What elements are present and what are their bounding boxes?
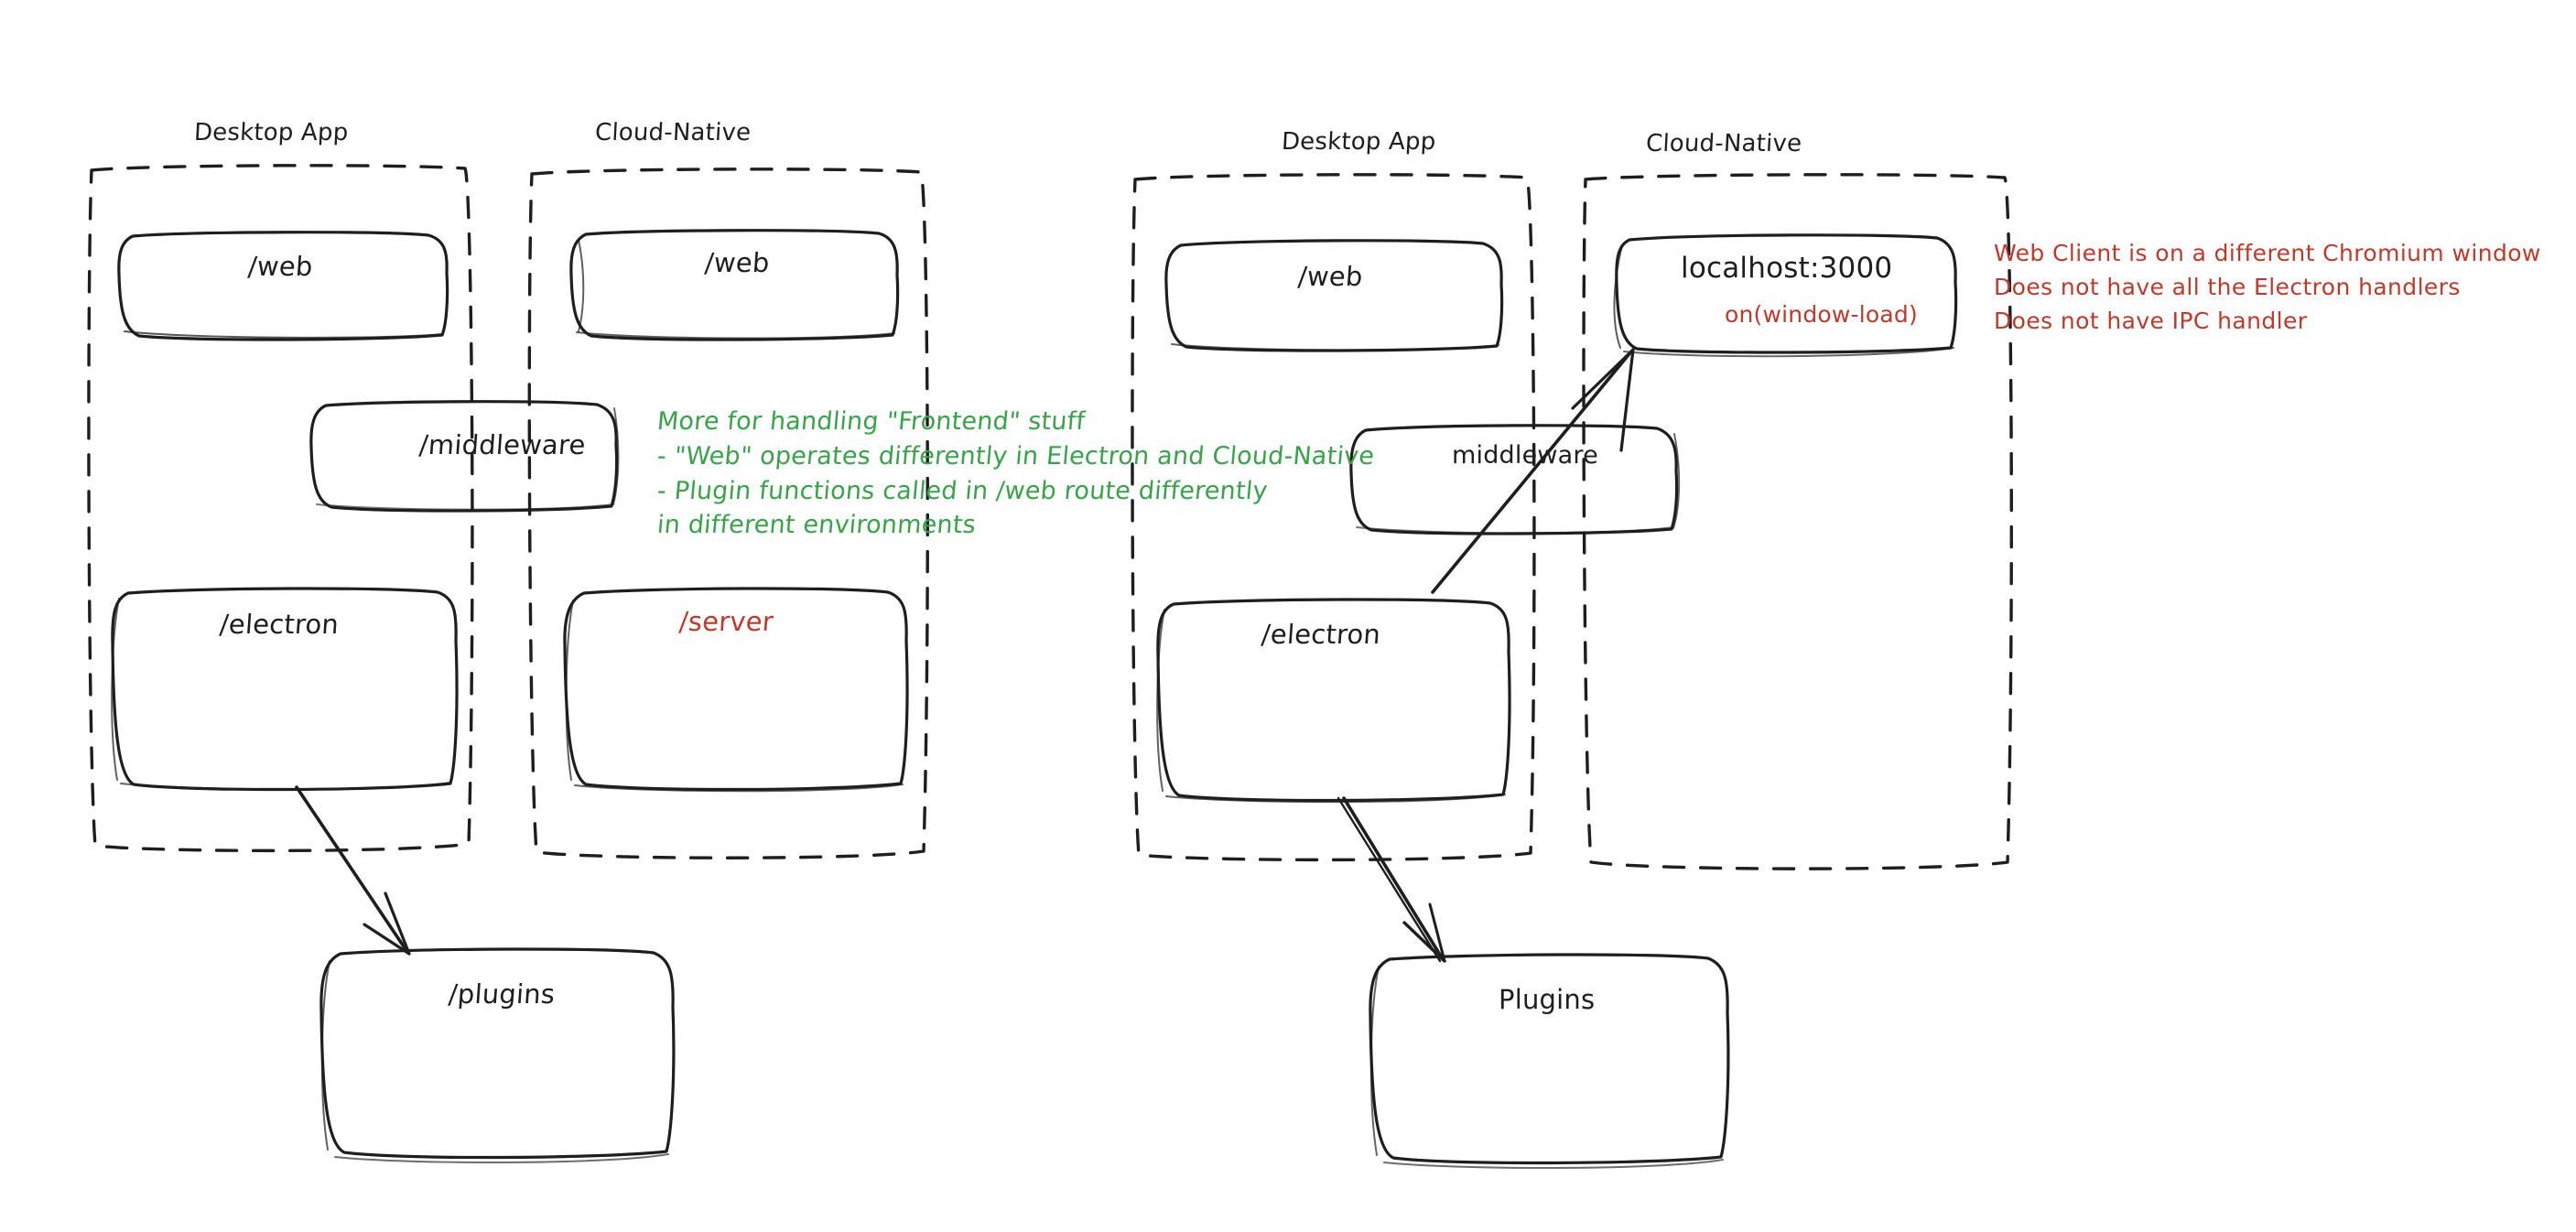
node-label-left-cloud-web: /web	[703, 247, 771, 278]
node-label-right-plugins: Plugins	[1499, 984, 1596, 1015]
node-label-left-server: /server	[677, 606, 775, 637]
node-frame-left-electron	[111, 587, 459, 792]
node-frame-right-plugins	[1369, 953, 1730, 1170]
node-label-left-desktop-web: /web	[246, 251, 314, 282]
annotation-green-line-3: - Plugin functions called in /web route …	[655, 476, 1270, 505]
node-label-right-middleware: middleware	[1452, 441, 1598, 470]
annotation-red-line-2: Does not have all the Electron handlers	[1994, 274, 2461, 300]
arrow-left-electron-to-plugins	[295, 785, 411, 956]
node-frame-right-desktop-web	[1164, 239, 1504, 352]
node-label-right-localhost: localhost:3000	[1681, 252, 1893, 285]
group-frame-left-desktop-app	[87, 164, 474, 853]
arrow-right-electron-to-localhost	[1431, 348, 1635, 594]
annotation-red-line-1: Web Client is on a different Chromium wi…	[1994, 240, 2541, 266]
node-frame-right-localhost	[1613, 233, 1958, 358]
node-frame-left-middleware	[309, 400, 620, 513]
annotation-green-line-2: - "Web" operates differently in Electron…	[655, 441, 1376, 470]
group-label-right-cloud-native: Cloud-Native	[1645, 130, 1803, 157]
node-frame-left-cloud-web	[569, 229, 900, 341]
node-frame-right-electron	[1156, 598, 1511, 804]
node-frame-left-plugins	[319, 947, 676, 1164]
annotation-green-line-4: in different environments	[655, 511, 978, 540]
node-label-right-desktop-web: /web	[1296, 261, 1364, 292]
group-label-right-desktop-app: Desktop App	[1281, 128, 1437, 156]
annotation-green-line-1: More for handling "Frontend" stuff	[655, 407, 1087, 436]
annotation-green: More for handling "Frontend" stuff - "We…	[655, 405, 1376, 543]
node-label-left-plugins: /plugins	[447, 978, 557, 1010]
node-frame-left-server	[563, 587, 909, 793]
group-label-left-desktop-app: Desktop App	[193, 119, 350, 146]
group-label-left-cloud-native: Cloud-Native	[594, 119, 752, 146]
node-sublabel-right-localhost-onwindowload: on(window-load)	[1725, 301, 1918, 328]
group-frame-right-cloud-native	[1582, 173, 2013, 870]
node-label-left-middleware: /middleware	[417, 429, 587, 460]
group-frame-right-desktop-app	[1131, 173, 1536, 862]
annotation-red-line-3: Does not have IPC handler	[1994, 308, 2308, 334]
node-label-left-electron: /electron	[218, 609, 341, 640]
node-label-right-electron: /electron	[1260, 619, 1382, 650]
arrow-right-electron-to-plugins	[1337, 796, 1446, 963]
node-frame-left-desktop-web	[117, 231, 449, 341]
group-frame-left-cloud-native	[527, 168, 929, 859]
node-frame-right-middleware	[1349, 424, 1681, 535]
annotation-red: Web Client is on a different Chromium wi…	[1994, 236, 2541, 338]
